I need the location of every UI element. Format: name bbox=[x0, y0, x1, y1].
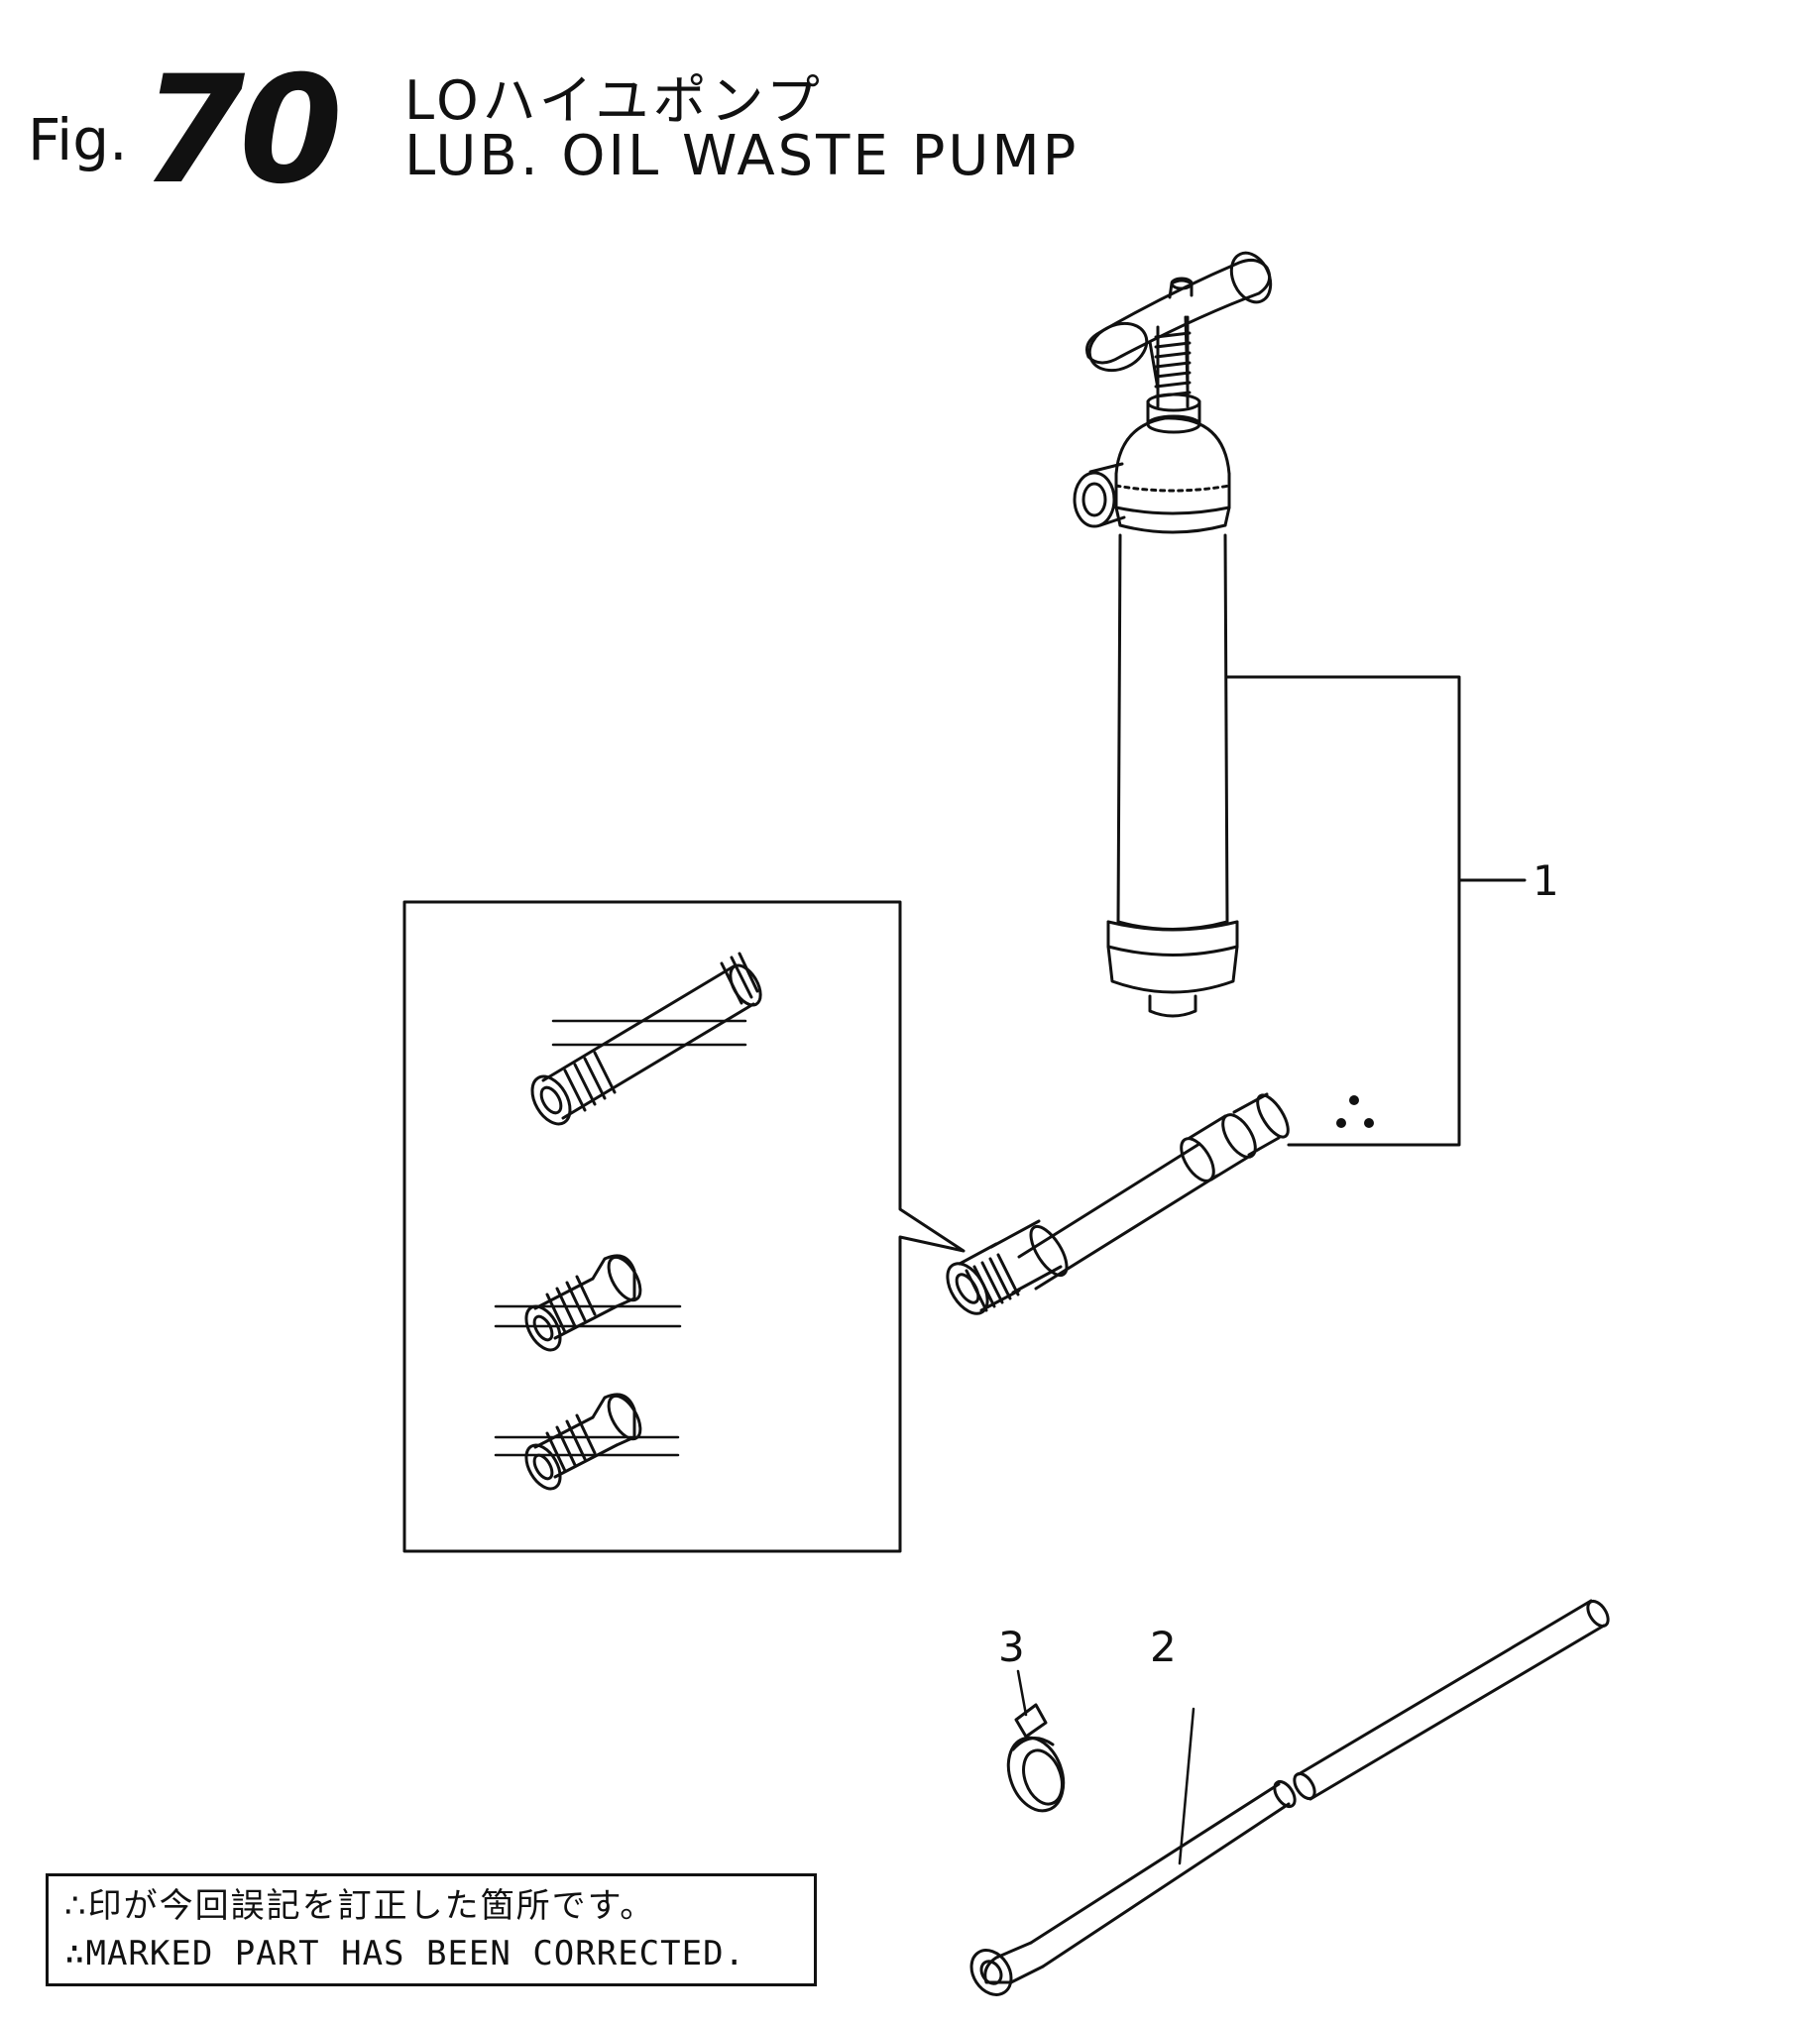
figure-title-english: LUB. OIL WASTE PUMP bbox=[404, 124, 1080, 188]
pump-cylinder-barrel bbox=[1116, 533, 1229, 931]
correction-note-japanese: ∴印が今回誤記を訂正した箇所です。 bbox=[64, 1886, 656, 1926]
callout-label-1: 1 bbox=[1533, 856, 1559, 905]
correction-mark-dots bbox=[1336, 1095, 1374, 1128]
detail-inset-box bbox=[402, 900, 966, 1553]
correction-note-english: ∴MARKED PART HAS BEEN CORRECTED. bbox=[64, 1934, 746, 1973]
inset-adapter-upper bbox=[494, 1254, 682, 1352]
pump-bottom-cap bbox=[1106, 920, 1239, 1018]
callout-label-2: 2 bbox=[1150, 1623, 1177, 1671]
pump-t-handle bbox=[1085, 251, 1273, 391]
figure-title-japanese: LOハイユポンプ bbox=[404, 69, 824, 132]
pump-threaded-rod bbox=[1154, 315, 1192, 408]
inset-long-nipple bbox=[530, 952, 762, 1126]
figure-prefix: Fig. bbox=[28, 106, 128, 173]
inset-adapter-lower bbox=[494, 1393, 680, 1491]
figure-number: 70 bbox=[142, 45, 343, 217]
pump-head bbox=[1114, 416, 1231, 534]
figure-header: Fig. 70 LOハイユポンプ LUB. OIL WASTE PUMP bbox=[28, 45, 1217, 217]
hose bbox=[969, 1599, 1610, 1996]
pump-gland-nut bbox=[1146, 393, 1201, 434]
hose-clamp bbox=[1006, 1669, 1066, 1813]
callout-bracket-1 bbox=[1225, 675, 1527, 1147]
callout-label-3: 3 bbox=[998, 1623, 1025, 1671]
pump-assembly bbox=[1073, 251, 1273, 1018]
correction-note-box: ∴印が今回誤記を訂正した箇所です。 ∴MARKED PART HAS BEEN … bbox=[46, 1873, 817, 1986]
suction-pipe bbox=[946, 1092, 1290, 1315]
pump-outlet-port bbox=[1073, 462, 1126, 528]
